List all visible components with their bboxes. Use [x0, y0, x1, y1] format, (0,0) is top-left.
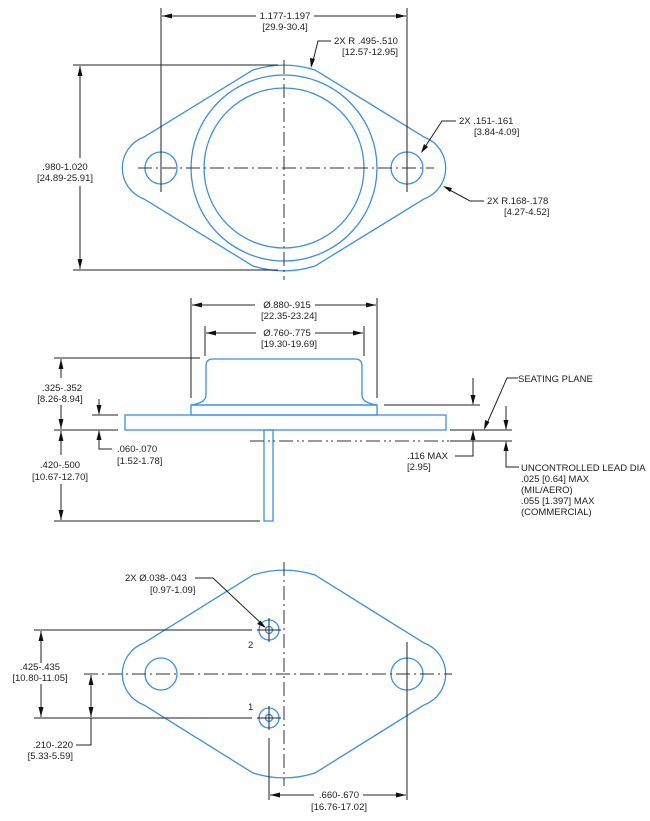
- outer-diameter-mm: [22.35-23.24]: [261, 311, 317, 322]
- flange-thickness-mm: [1.52-1.78]: [117, 456, 162, 467]
- hole-to-pin-mm: [16.76-17.02]: [311, 802, 367, 813]
- tab-radius-mm: [4.27-4.52]: [504, 207, 549, 218]
- top-view-outline: [121, 64, 447, 272]
- outer-diameter-inch: Ø.880-.915: [263, 300, 311, 311]
- pin-diameter-leader: [195, 577, 265, 627]
- arrow-icon: [310, 58, 315, 68]
- pin-diameter-inch: 2X Ø.038-.043: [125, 573, 187, 584]
- arrow-icon: [443, 186, 452, 192]
- body-height-inch: .325-.352: [42, 383, 82, 394]
- lead-note-line3: .055 [1.397] MAX: [521, 496, 595, 507]
- body-radius-mm: [12.57-12.95]: [342, 47, 398, 58]
- cap-diameter-inch: Ø.760-.775: [263, 328, 311, 339]
- mount-hole-mm: [3.84-4.09]: [474, 127, 519, 138]
- arrow-icon: [96, 430, 102, 440]
- lead-length-mm: [10.67-12.70]: [32, 472, 88, 483]
- lead-note-line2: (MIL/AERO): [521, 485, 573, 496]
- arrow-icon: [88, 707, 94, 717]
- top-view: 1.177-1.197 [29.9-30.4] 2X R .495-.510 […: [37, 8, 549, 280]
- lead-note-line1: .025 [0.64] MAX: [521, 474, 590, 485]
- pin-2-label: 2: [248, 640, 253, 651]
- arrow-icon: [484, 420, 490, 430]
- overall-width-inch: 1.177-1.197: [260, 11, 311, 22]
- overall-width-mm: [29.9-30.4]: [262, 22, 307, 33]
- side-view-lead: [263, 429, 274, 522]
- arrow-icon: [270, 792, 280, 798]
- seating-plane-leader: [484, 377, 518, 429]
- side-view: Ø.880-.915 [22.35-23.24] Ø.760-.775 [19.…: [32, 298, 646, 522]
- mount-hole-inch: 2X .151-.161: [459, 116, 513, 127]
- arrow-icon: [396, 13, 406, 19]
- arrow-icon: [353, 330, 363, 336]
- arrow-icon: [366, 302, 376, 308]
- arrow-icon: [58, 359, 64, 369]
- tab-radius-inch: 2X R.168-.178: [487, 196, 548, 207]
- arrow-icon: [470, 430, 476, 440]
- arrow-icon: [421, 144, 428, 153]
- cap-diameter-mm: [19.30-19.69]: [261, 339, 317, 350]
- lead-offset-mm: [2.95]: [407, 462, 431, 473]
- pin-offset-mm: [5.33-5.59]: [28, 751, 73, 762]
- arrow-icon: [192, 302, 202, 308]
- pin-spacing-mm: [10.80-11.05]: [12, 673, 67, 684]
- arrow-icon: [503, 441, 509, 451]
- side-view-cap: [190, 358, 378, 406]
- lead-offset-leader: [455, 431, 474, 457]
- arrow-icon: [58, 419, 64, 429]
- side-view-collar: [190, 404, 378, 416]
- arrow-icon: [58, 510, 64, 520]
- arrow-icon: [77, 66, 83, 76]
- body-radius-inch: 2X R .495-.510: [334, 36, 398, 47]
- arrow-icon: [77, 259, 83, 269]
- arrow-icon: [206, 330, 216, 336]
- pin-spacing-inch: .425-.435: [20, 662, 60, 673]
- seating-plane-label: SEATING PLANE: [518, 374, 593, 385]
- arrow-icon: [257, 620, 266, 628]
- bottom-view-outline: [121, 569, 447, 779]
- arrow-icon: [58, 431, 64, 441]
- tab-radius-leader: [445, 187, 484, 202]
- pin-offset-leader: [76, 718, 92, 746]
- overall-height-inch: .980-1.020: [42, 162, 87, 173]
- body-height-mm: [8.26-8.94]: [37, 394, 82, 405]
- lead-offset-inch: .116 MAX: [407, 451, 449, 462]
- pin-1-label: 1: [248, 702, 253, 713]
- lead-length-inch: .420-.500: [40, 460, 80, 471]
- arrow-icon: [396, 792, 406, 798]
- arrow-icon: [470, 395, 476, 405]
- side-view-flange: [124, 414, 447, 431]
- lead-note-title: UNCONTROLLED LEAD DIA: [521, 463, 646, 474]
- mount-hole-leader: [422, 120, 456, 151]
- body-radius-leader: [311, 40, 331, 66]
- hole-to-pin-inch: .660-.670: [319, 790, 359, 801]
- arrow-icon: [38, 707, 44, 717]
- arrow-icon: [38, 631, 44, 641]
- bottom-view: 2 1 2X Ø.038-.043 [0.97-1.09] .425-.435 …: [12, 562, 452, 813]
- arrow-icon: [88, 675, 94, 685]
- pin-diameter-mm: [0.97-1.09]: [150, 585, 195, 596]
- pin-offset-inch: .210-.220: [33, 740, 73, 751]
- flange-thickness-inch: .060-.070: [117, 444, 157, 455]
- lead-note-line4: (COMMERCIAL): [521, 507, 592, 518]
- lead-dia-leader: [505, 442, 519, 468]
- arrow-icon: [503, 420, 509, 430]
- overall-height-mm: [24.89-25.91]: [37, 173, 93, 184]
- arrow-icon: [96, 405, 102, 415]
- arrow-icon: [162, 13, 172, 19]
